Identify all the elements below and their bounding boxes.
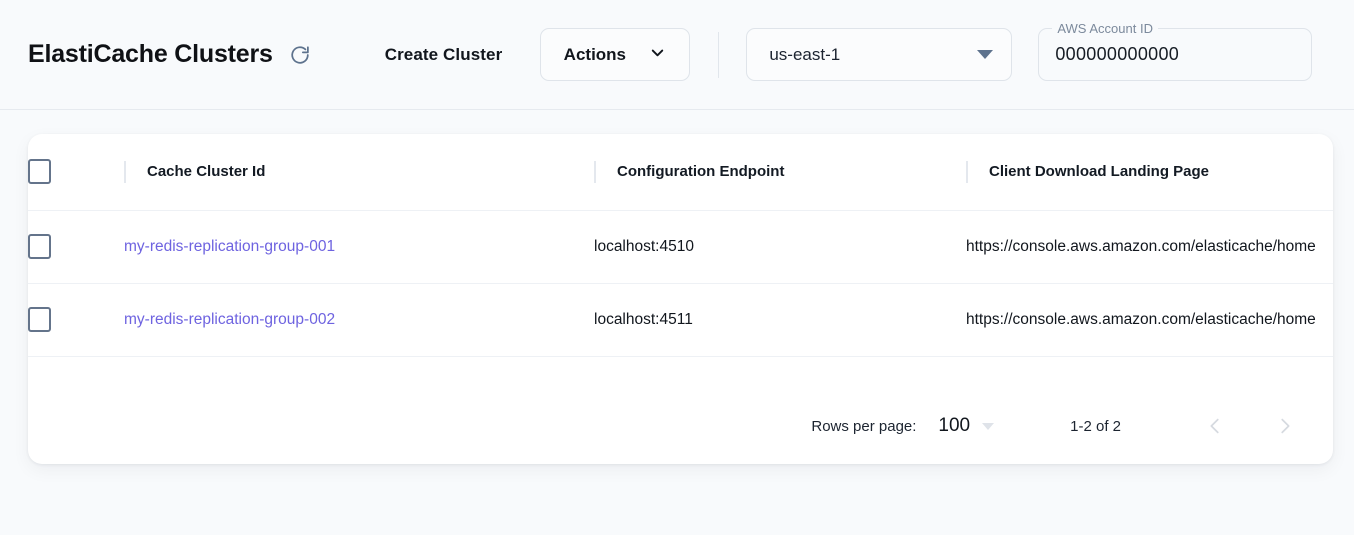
pagination-range-label: 1-2 of 2 [1070, 417, 1121, 435]
rows-per-page-label: Rows per page: [811, 417, 917, 435]
column-header-label: Client Download Landing Page [989, 163, 1210, 181]
cluster-id-link[interactable]: my-redis-replication-group-001 [124, 237, 336, 255]
cluster-id-link[interactable]: my-redis-replication-group-002 [124, 310, 336, 328]
cell-cache-cluster-id: my-redis-replication-group-001 [124, 209, 594, 283]
rows-per-page-value[interactable]: 100 [938, 415, 971, 436]
table-header-row: Cache Cluster Id Configuration Endpoint … [28, 134, 1333, 210]
aws-account-id-label: AWS Account ID [1052, 21, 1158, 36]
header-divider [718, 31, 720, 78]
table-header: Cache Cluster Id Configuration Endpoint … [28, 134, 1333, 210]
content-area: Cache Cluster Id Configuration Endpoint … [0, 110, 1354, 535]
column-header-label: Cache Cluster Id [147, 163, 266, 181]
column-header-cache-cluster-id[interactable]: Cache Cluster Id [124, 134, 594, 210]
table-pagination: Rows per page: 100 1-2 of 2 [28, 388, 1333, 464]
cell-client-download-landing-page: https://console.aws.amazon.com/elasticac… [966, 282, 1333, 357]
caret-down-icon [977, 50, 994, 59]
create-cluster-button[interactable]: Create Cluster [381, 37, 507, 73]
landing-page-value: https://console.aws.amazon.com/elasticac… [966, 237, 1316, 255]
configuration-endpoint-value: localhost:4511 [594, 310, 693, 328]
actions-button-label: Actions [563, 44, 627, 64]
row-select-cell [28, 282, 124, 357]
select-all-checkbox[interactable] [28, 159, 51, 185]
refresh-icon [289, 44, 311, 66]
app-header: ElastiCache Clusters Create Cluster Acti… [0, 0, 1354, 110]
column-divider [966, 160, 968, 183]
previous-page-button[interactable] [1193, 404, 1237, 448]
table-body: my-redis-replication-group-001 localhost… [28, 209, 1333, 357]
column-divider [594, 160, 596, 183]
cell-cache-cluster-id: my-redis-replication-group-002 [124, 282, 594, 357]
select-all-cell [28, 134, 124, 210]
cell-configuration-endpoint: localhost:4511 [594, 282, 966, 357]
clusters-table: Cache Cluster Id Configuration Endpoint … [28, 134, 1333, 357]
table-row[interactable]: my-redis-replication-group-001 localhost… [28, 209, 1333, 283]
column-header-client-download-landing-page[interactable]: Client Download Landing Page [966, 134, 1333, 210]
row-checkbox[interactable] [28, 234, 51, 259]
region-select[interactable]: us-east-1 [746, 28, 1013, 81]
page-title: ElastiCache Clusters [28, 40, 273, 68]
cell-client-download-landing-page: https://console.aws.amazon.com/elasticac… [966, 209, 1333, 283]
clusters-table-card: Cache Cluster Id Configuration Endpoint … [28, 134, 1333, 464]
configuration-endpoint-value: localhost:4510 [594, 237, 694, 255]
column-divider [124, 160, 126, 183]
aws-account-id-field[interactable]: AWS Account ID 000000000000 [1038, 21, 1313, 81]
table-row[interactable]: my-redis-replication-group-002 localhost… [28, 282, 1333, 357]
cell-configuration-endpoint: localhost:4510 [594, 209, 966, 283]
column-header-label: Configuration Endpoint [617, 163, 785, 181]
row-checkbox[interactable] [28, 307, 51, 332]
aws-account-id-value: 000000000000 [1055, 44, 1180, 64]
chevron-right-icon [1274, 415, 1296, 437]
next-page-button[interactable] [1263, 404, 1307, 448]
chevron-left-icon [1204, 415, 1226, 437]
column-header-configuration-endpoint[interactable]: Configuration Endpoint [594, 134, 966, 210]
region-select-value: us-east-1 [769, 44, 841, 64]
row-select-cell [28, 209, 124, 283]
chevron-down-icon [648, 43, 667, 67]
landing-page-value: https://console.aws.amazon.com/elasticac… [966, 310, 1316, 328]
rows-per-page-caret-icon[interactable] [982, 422, 995, 430]
actions-button[interactable]: Actions [540, 28, 691, 81]
refresh-button[interactable] [283, 38, 317, 72]
